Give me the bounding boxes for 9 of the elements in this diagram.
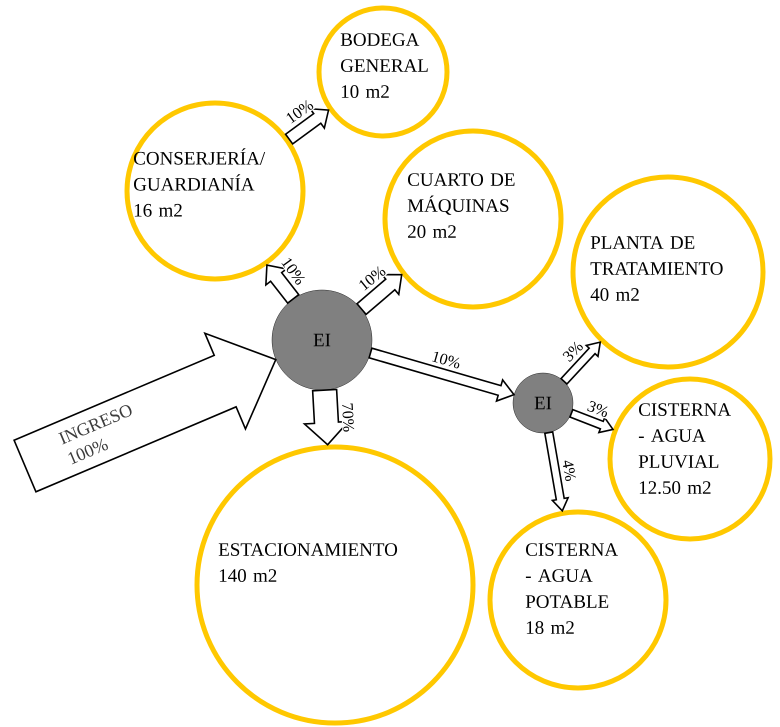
edge-label: 3%	[584, 398, 612, 420]
edge-label: 10%	[283, 97, 316, 126]
edge-label: 4%	[560, 458, 578, 484]
edge-label: 10%	[356, 263, 388, 293]
edge-label: 10%	[279, 254, 308, 288]
edge-label: 10%	[429, 349, 464, 370]
block-arrow	[368, 347, 516, 402]
block-arrow	[13, 332, 277, 493]
edge-label: 70%	[340, 401, 356, 434]
